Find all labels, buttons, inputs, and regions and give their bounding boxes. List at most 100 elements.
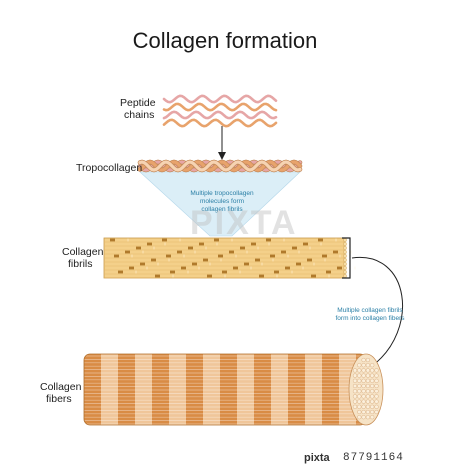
fiber-fibril-end: [357, 378, 362, 383]
note-fibrils-line-1: Multiple collagen fibrils: [337, 307, 403, 314]
fibril-gap-mark: [147, 242, 152, 246]
fibril-gap-mark: [129, 266, 134, 270]
fibril-gap-mark: [266, 238, 271, 242]
footer-logo: pixta: [304, 452, 330, 464]
fibril-gap-mark: [255, 258, 260, 262]
projection-cone: [139, 171, 301, 237]
fiber-band: [305, 354, 322, 425]
fiber-fibril-end: [352, 378, 358, 383]
fibril-end: [343, 274, 347, 279]
fiber-band: [322, 354, 339, 425]
fibril-gap-mark: [303, 242, 308, 246]
fiber-fibril-end: [357, 383, 362, 389]
fiber-fibril-end: [370, 389, 375, 394]
fiber-fibril-end: [370, 415, 375, 420]
fiber-fibril-end: [352, 368, 358, 373]
note-tropo-line-3: collagen fibrils: [201, 206, 243, 213]
fibril-gap-mark: [281, 250, 286, 254]
fiber-fibril-end: [365, 399, 370, 404]
footer-bar: [0, 450, 450, 469]
fiber-fibril-end: [357, 415, 362, 420]
fibril-end: [343, 262, 347, 267]
note-fibrils-line-2: form into collagen fibers: [335, 315, 405, 322]
peptide-chains: [162, 94, 278, 128]
fiber-fibril-end: [357, 363, 362, 368]
label-peptide-line-1: Peptide: [120, 97, 156, 109]
fiber-fibril-end: [370, 383, 375, 389]
fibril-gap-mark: [214, 238, 219, 242]
label-fibrils-line-2: fibrils: [68, 258, 93, 270]
fiber-fibril-end: [370, 409, 375, 415]
fibril-gap-mark: [207, 274, 212, 278]
label-peptide-chains: Peptide chains: [120, 97, 156, 121]
fibril-gap-mark: [118, 270, 123, 274]
fibril-gap-mark: [337, 266, 342, 270]
label-tropocollagen: Tropocollagen: [76, 162, 143, 174]
fiber-fibril-end: [374, 378, 379, 383]
fibril-gap-mark: [229, 250, 234, 254]
fiber-fibril-end: [365, 409, 370, 415]
fibril-gap-mark: [259, 274, 264, 278]
fiber-fibril-end: [357, 404, 362, 409]
fiber-fibril-end: [361, 399, 366, 404]
fibril-gap-mark: [270, 254, 275, 258]
fiber-fibril-end: [365, 404, 370, 409]
fiber-fibril-end: [361, 357, 366, 363]
fibril-gap-mark: [326, 270, 331, 274]
fibril-gap-mark: [166, 254, 171, 258]
fibril-gap-mark: [177, 250, 182, 254]
tropocollagen-braid: [137, 159, 303, 173]
peptide-chain-4: [162, 118, 278, 128]
fiber-fibril-end: [374, 404, 379, 409]
fibril-gap-mark: [110, 238, 115, 242]
fibril-end: [343, 253, 347, 258]
fibril-gap-mark: [244, 262, 249, 266]
fibril-end: [343, 270, 347, 275]
fiber-fibril-end: [370, 404, 375, 409]
fibril-end: [343, 266, 347, 271]
fiber-fibril-end: [365, 378, 370, 383]
fibril-gap-mark: [203, 258, 208, 262]
fiber-fibril-end: [365, 383, 370, 389]
braid-strand-2: [138, 160, 302, 172]
fibril-end: [343, 249, 347, 254]
fiber-fibril-end: [352, 383, 358, 389]
fiber-band: [237, 354, 254, 425]
fiber-fibril-end: [361, 373, 366, 378]
fiber-fibril-end: [365, 394, 370, 399]
page-title: Collagen formation: [132, 28, 318, 53]
fiber-fibril-end: [370, 394, 375, 399]
fiber-fibril-end: [361, 389, 366, 394]
note-fibrils: Multiple collagen fibrils form into coll…: [320, 307, 420, 323]
fiber-fibril-end: [361, 415, 366, 420]
fiber-fibril-end: [374, 389, 379, 394]
fibril-gap-mark: [333, 250, 338, 254]
fibril-gap-mark: [318, 238, 323, 242]
fibril-gap-mark: [311, 274, 316, 278]
fibril-gap-mark: [162, 238, 167, 242]
footer-image-id: 87791164: [343, 452, 404, 464]
arrow-fibrils-to-fibers: [351, 257, 403, 367]
fibril-gap-mark: [125, 250, 130, 254]
fiber-fibril-end: [370, 373, 375, 378]
fiber-fibril-end: [357, 409, 362, 415]
fibril-gap-mark: [155, 274, 160, 278]
fiber-fibril-end: [357, 389, 362, 394]
note-tropo-line-1: Multiple tropocollagen: [190, 190, 254, 197]
fibril-gap-mark: [140, 262, 145, 266]
peptide-chain-1: [162, 94, 278, 104]
collagen-fibril-bundle: [103, 237, 356, 279]
fiber-fibril-end: [357, 394, 362, 399]
fibril-gap-mark: [322, 254, 327, 258]
fibril-gap-mark: [233, 266, 238, 270]
peptide-chain-3: [162, 110, 278, 120]
fiber-fibril-end: [370, 399, 375, 404]
fiber-fibril-end: [361, 409, 366, 415]
fibril-end: [343, 258, 347, 263]
fiber-fibril-end: [352, 389, 358, 394]
peptide-chain-2: [162, 102, 278, 112]
fiber-fibril-end: [370, 363, 375, 368]
fibril-gap-mark: [181, 266, 186, 270]
fibril-gap-mark: [251, 242, 256, 246]
